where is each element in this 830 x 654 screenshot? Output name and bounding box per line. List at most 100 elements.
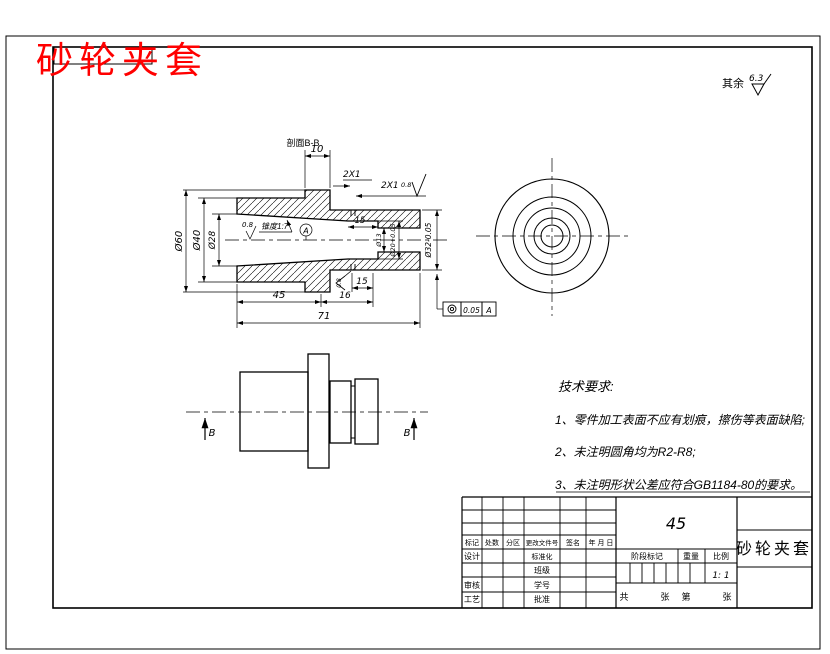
- section-view: 剖面B-B 10 2X1 2X1 0.8 0.8 锥度1:7 A: [173, 137, 497, 328]
- row-check: 审核: [464, 580, 480, 590]
- taper-callout: 0.8 锥度1:7 A: [242, 219, 313, 240]
- section-arrow-label-left: B: [209, 428, 216, 439]
- stage-header-0: 阶段标记: [631, 551, 663, 561]
- dia-32-value: Ø32-0.05: [424, 222, 433, 258]
- revision-header-0: 标记: [465, 538, 479, 547]
- revision-header-1: 处数: [485, 538, 499, 547]
- dim-15: 15: [351, 273, 373, 292]
- side-view-journal-2: [354, 378, 379, 445]
- dia-40-value: Ø40: [191, 230, 203, 252]
- taper-roughness-value: 0.8: [242, 221, 254, 229]
- revision-header-2: 分区: [506, 538, 520, 547]
- row-process: 工艺: [464, 595, 480, 604]
- step-roughness-value: 0.8: [336, 278, 343, 288]
- dim-10-value: 10: [311, 144, 324, 155]
- drawing-frame: [5, 35, 821, 650]
- sheet-row: 共 张 第 张: [619, 591, 731, 602]
- revision-header-5: 年 月 日: [589, 538, 614, 547]
- tech-req-item-2: 2、未注明圆角均为R2-R8;: [554, 445, 696, 459]
- end-view-circle-inner: [540, 224, 564, 248]
- chamfer-2-roughness-value: 0.8: [401, 181, 411, 189]
- revision-header-row: 标记 处数 分区 更改文件号 签名 年 月 日: [465, 538, 613, 547]
- dim-dia-20: Ø20+0.05: [378, 220, 403, 260]
- row-student-no: 学号: [534, 580, 550, 590]
- roughness-icon: [411, 173, 427, 198]
- chamfer-callout-2: 2X1 0.8: [356, 173, 427, 199]
- stage-header-1: 重量: [683, 551, 699, 561]
- row-standardization: 标准化: [532, 552, 553, 561]
- dim-71-value: 71: [318, 311, 331, 322]
- dim-16-value: 16: [339, 291, 351, 301]
- section-label: 剖面B-B: [286, 137, 319, 148]
- section-arrow-label-right: B: [404, 428, 411, 439]
- section-cut-arrows: B B: [201, 418, 418, 440]
- signature-rows: 设计 标准化 班级 审核 学号 工艺 批准: [464, 551, 553, 604]
- tech-req-heading: 技术要求:: [558, 379, 614, 394]
- technical-requirements: 技术要求: 1、零件加工表面不应有划痕，擦伤等表面缺陷; 2、未注明圆角均为R2…: [554, 379, 810, 493]
- general-roughness: 其余 6.3: [722, 73, 772, 97]
- concentricity-icon: [447, 304, 457, 314]
- general-roughness-value: 6.3: [749, 74, 764, 84]
- revision-header-3: 更改文件号: [526, 538, 559, 547]
- row-approve: 批准: [534, 594, 550, 604]
- sheet-label-0: 共: [619, 592, 628, 602]
- concentricity-icon: [449, 306, 455, 312]
- fcf-tolerance: 0.05: [463, 306, 480, 315]
- end-view-circle-3: [523, 207, 581, 265]
- datum-label: A: [302, 227, 308, 236]
- dim-15-value: 15: [356, 277, 368, 287]
- tech-req-item-1: 1、零件加工表面不应有划痕，擦伤等表面缺陷;: [555, 413, 805, 427]
- side-view: B B: [186, 353, 428, 469]
- chamfer-1-value: 2X1: [343, 170, 361, 180]
- stage-header-row: 阶段标记 重量 比例 1: 1: [631, 551, 730, 581]
- dim-dia-28: Ø28: [207, 213, 237, 267]
- dim-45-value: 45: [273, 290, 286, 301]
- dim-dia-40: Ø40: [191, 197, 237, 283]
- sheet-label-3: 张: [722, 592, 731, 602]
- material-value: 45: [666, 514, 686, 533]
- dim-10: 剖面B-B 10: [286, 137, 331, 188]
- sheet-label-2: 第: [681, 591, 690, 602]
- dim-dia-13: Ø13: [375, 228, 387, 252]
- datum-circle: [299, 223, 313, 237]
- chamfer-2-value: 2X1: [381, 181, 399, 191]
- row-class: 班级: [534, 565, 550, 575]
- journal-groove: [350, 210, 356, 270]
- fcf-datum: A: [485, 306, 491, 315]
- side-view-flange: [307, 353, 330, 469]
- drawing-title: 砂轮夹套: [36, 40, 208, 82]
- dim-dia-60: Ø60: [173, 189, 305, 293]
- dim-15-bore-value: 15: [355, 216, 366, 226]
- feature-control-frame: 0.05 A: [434, 274, 497, 317]
- side-view-journal-1: [329, 380, 352, 444]
- dia-13-value: Ø13: [375, 233, 383, 247]
- title-box: [53, 46, 153, 65]
- end-view: [476, 158, 628, 316]
- step-roughness: 0.8: [335, 270, 352, 291]
- dia-20-value: Ø20+0.05: [389, 223, 397, 257]
- stage-header-2: 比例: [713, 551, 729, 561]
- scale-value: 1: 1: [712, 571, 729, 581]
- dia-28-value: Ø28: [207, 230, 218, 250]
- row-design: 设计: [464, 551, 480, 561]
- taper-label: 锥度1:7: [261, 222, 289, 231]
- chamfer-callout-1: 2X1: [333, 170, 372, 189]
- roughness-icon: [751, 73, 772, 97]
- dim-71: 71: [237, 273, 421, 328]
- revision-header-4: 签名: [566, 538, 580, 547]
- dim-16: 16: [321, 273, 374, 307]
- title-block: 45 砂轮夹套 标记 处数 分区 更改文件号 签名 年 月 日 设计 标准化 班…: [461, 496, 812, 608]
- side-view-body: [239, 371, 309, 452]
- section-upper-wall: [236, 189, 421, 229]
- general-roughness-label: 其余: [722, 76, 744, 90]
- dia-60-value: Ø60: [173, 231, 185, 253]
- tech-req-item-3: 3、未注明形状公差应符合GB1184-80的要求。: [555, 478, 802, 492]
- roughness-icon: [335, 275, 346, 291]
- section-lower-wall: [236, 251, 421, 293]
- dim-15-bore: 15: [348, 216, 378, 230]
- dim-dia-32: Ø32-0.05: [422, 209, 442, 271]
- sheet-label-1: 张: [660, 592, 669, 602]
- end-view-circle-2: [512, 196, 592, 276]
